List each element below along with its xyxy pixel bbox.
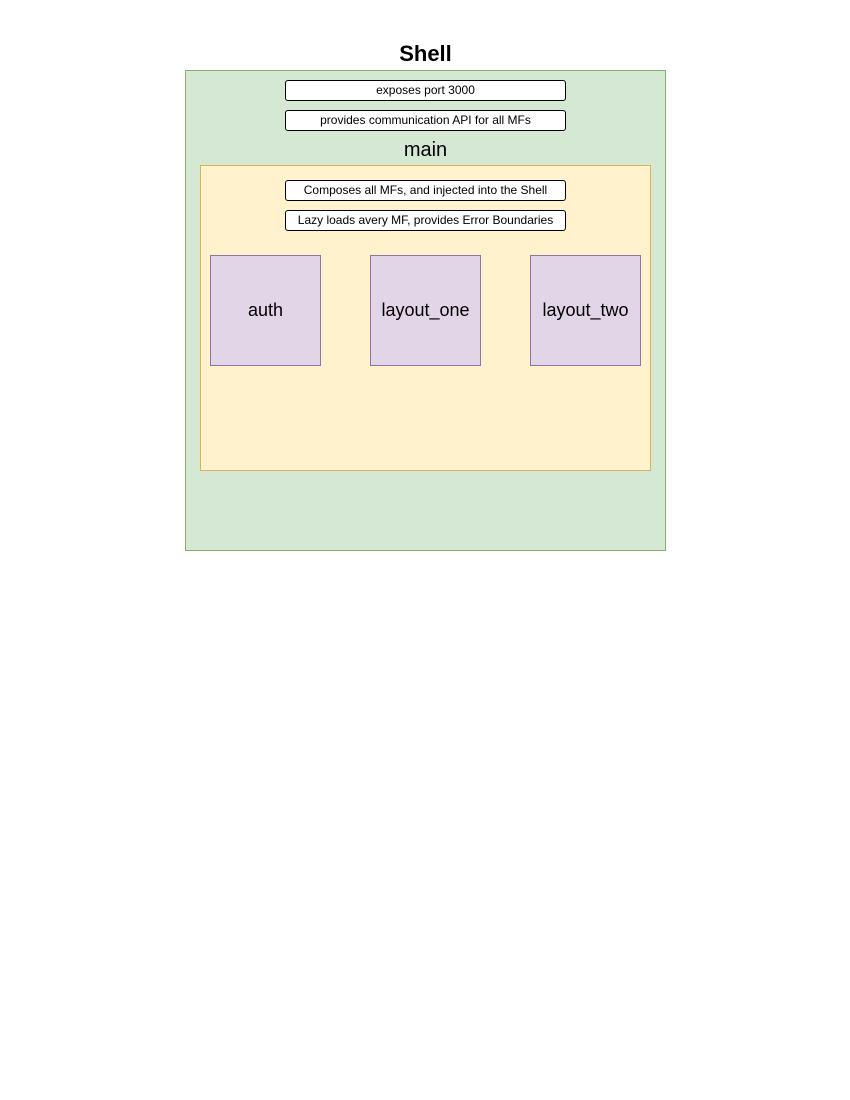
main-note-lazy-loads[interactable]: Lazy loads avery MF, provides Error Boun…: [285, 210, 566, 231]
shell-title: Shell: [399, 41, 452, 66]
mf-box-layout-two[interactable]: layout_two: [530, 255, 641, 366]
shell-note-port[interactable]: exposes port 3000: [285, 80, 566, 101]
mf-box-auth[interactable]: auth: [210, 255, 321, 366]
shell-note-communication-api[interactable]: provides communication API for all MFs: [285, 110, 566, 131]
main-title: main: [403, 139, 448, 161]
mf-box-layout-one[interactable]: layout_one: [370, 255, 481, 366]
main-note-composes[interactable]: Composes all MFs, and injected into the …: [285, 180, 566, 201]
